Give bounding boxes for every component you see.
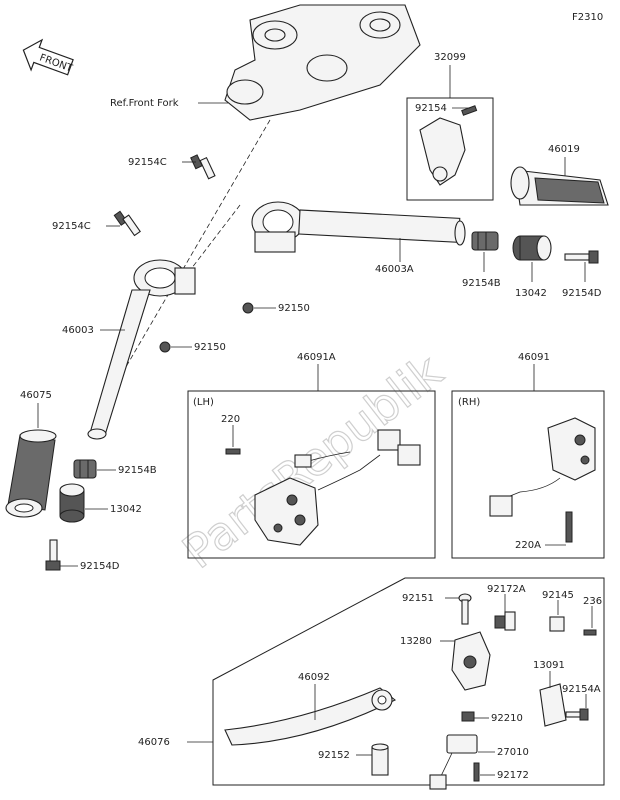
label-220a: 220A bbox=[515, 540, 541, 551]
label-46092: 46092 bbox=[298, 672, 330, 683]
label-13042-b: 13042 bbox=[110, 504, 142, 515]
bar-end-weight-right bbox=[471, 231, 499, 251]
front-arrow-icon: FRONT bbox=[22, 38, 75, 76]
lever-bracket-13280 bbox=[451, 631, 491, 691]
lh-switch-housing bbox=[254, 429, 421, 546]
spring-92145 bbox=[549, 616, 565, 632]
lh-switch-box bbox=[187, 390, 436, 559]
screw-220a bbox=[565, 511, 573, 543]
label-92154c-b: 92154C bbox=[52, 221, 91, 232]
bolt-92154c-lower bbox=[113, 210, 141, 237]
label-220: 220 bbox=[221, 414, 240, 425]
top-triple-clamp bbox=[224, 4, 421, 121]
label-32099: 32099 bbox=[434, 52, 466, 63]
label-92154a: 92154A bbox=[562, 684, 601, 695]
label-13042-a: 13042 bbox=[515, 288, 547, 299]
lh-box-label: (LH) bbox=[193, 397, 214, 408]
label-92154b-a: 92154B bbox=[462, 278, 501, 289]
clutch-switch-27010 bbox=[429, 734, 478, 790]
screw-92150-upper bbox=[242, 302, 254, 314]
label-92150-b: 92150 bbox=[194, 342, 226, 353]
screw-92172 bbox=[473, 762, 480, 782]
bolt-92154d-left bbox=[45, 539, 61, 571]
label-46003: 46003 bbox=[62, 325, 94, 336]
label-92150-a: 92150 bbox=[278, 303, 310, 314]
label-13091: 13091 bbox=[533, 660, 565, 671]
adjuster-92172a bbox=[494, 611, 516, 631]
left-handlebar-clamp bbox=[87, 259, 196, 440]
left-grip bbox=[5, 429, 57, 518]
right-grip bbox=[510, 166, 609, 206]
bar-end-cap-right bbox=[512, 235, 552, 261]
bolt-92154a bbox=[565, 708, 589, 721]
label-46019: 46019 bbox=[548, 144, 580, 155]
rh-switch-box bbox=[451, 390, 605, 559]
screw-236 bbox=[583, 629, 597, 636]
label-46075: 46075 bbox=[20, 390, 52, 401]
label-92154d-b: 92154D bbox=[80, 561, 120, 572]
bolt-92154d-right bbox=[564, 250, 599, 264]
label-92152: 92152 bbox=[318, 750, 350, 761]
label-92151: 92151 bbox=[402, 593, 434, 604]
screw-220 bbox=[225, 448, 241, 455]
bar-end-cap-left bbox=[59, 483, 85, 523]
rh-switch-housing bbox=[489, 417, 596, 517]
throttle-case bbox=[419, 105, 478, 186]
rh-box-label: (RH) bbox=[458, 397, 480, 408]
right-handlebar-clamp bbox=[251, 201, 466, 253]
label-92154: 92154 bbox=[415, 103, 447, 114]
label-92172a: 92172A bbox=[487, 584, 526, 595]
label-46076: 46076 bbox=[138, 737, 170, 748]
label-92154d-a: 92154D bbox=[562, 288, 602, 299]
label-92154c-a: 92154C bbox=[128, 157, 167, 168]
label-92172: 92172 bbox=[497, 770, 529, 781]
label-46091a: 46091A bbox=[297, 352, 336, 363]
clutch-lever-box bbox=[212, 577, 605, 786]
figure-code: F2310 bbox=[572, 12, 603, 23]
label-92145: 92145 bbox=[542, 590, 574, 601]
label-13280: 13280 bbox=[400, 636, 432, 647]
clamp-13091 bbox=[539, 683, 567, 727]
bar-end-weight-left bbox=[73, 459, 97, 479]
bolt-92151 bbox=[458, 593, 472, 625]
label-92154b-b: 92154B bbox=[118, 465, 157, 476]
label-27010: 27010 bbox=[497, 747, 529, 758]
label-46003a: 46003A bbox=[375, 264, 414, 275]
label-236: 236 bbox=[583, 596, 602, 607]
clutch-lever-46092 bbox=[224, 687, 397, 746]
bolt-92154c-upper bbox=[190, 154, 216, 180]
collar-92152 bbox=[371, 743, 389, 776]
label-ref-front-fork: Ref.Front Fork bbox=[110, 98, 179, 109]
label-46091: 46091 bbox=[518, 352, 550, 363]
label-92210: 92210 bbox=[491, 713, 523, 724]
screw-92150-lower bbox=[159, 341, 171, 353]
nut-92210 bbox=[461, 711, 475, 722]
